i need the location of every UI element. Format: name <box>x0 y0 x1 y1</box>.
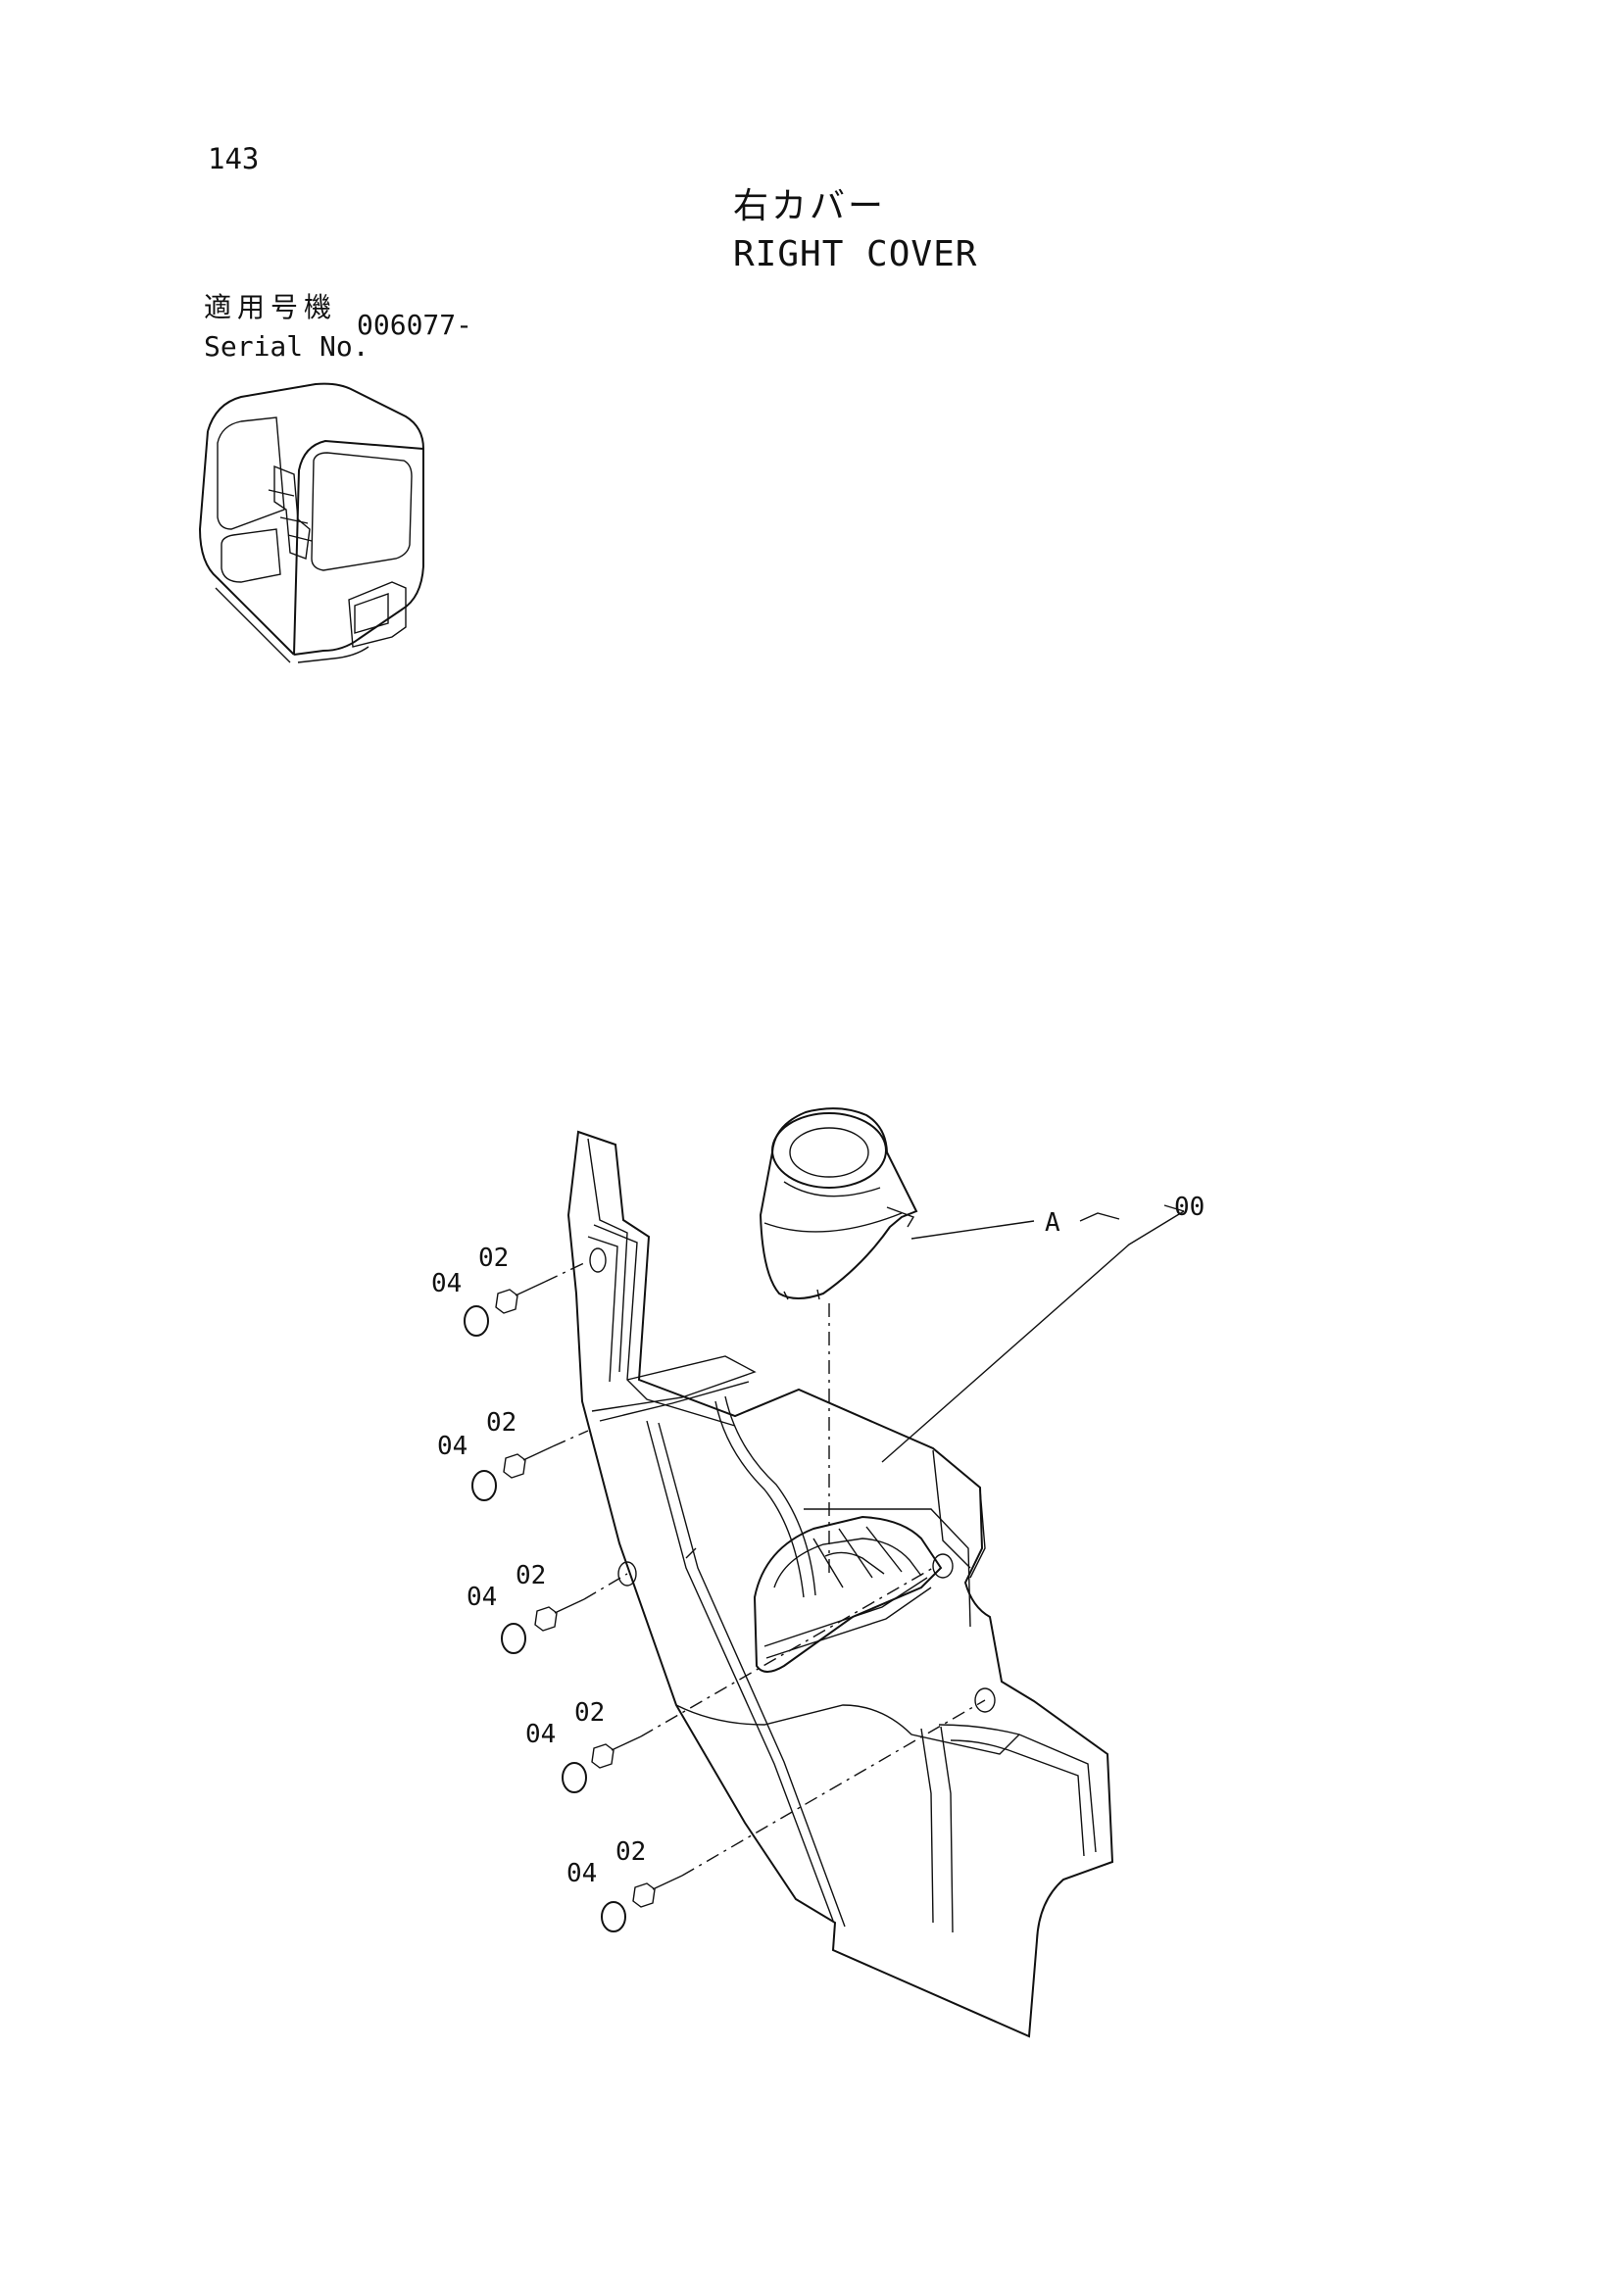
cap-5 <box>601 1901 626 1932</box>
screw-and-cap-hardware <box>464 1281 683 1932</box>
screw-5 <box>632 1875 683 1908</box>
page-title-japanese: 右カバー <box>733 186 887 226</box>
callout-02-4: 02 <box>574 1698 605 1728</box>
cab-location-thumbnail <box>198 382 424 663</box>
screw-1 <box>495 1281 546 1314</box>
screw-3 <box>534 1598 585 1632</box>
callout-04-3: 04 <box>467 1583 497 1612</box>
callout-02-2: 02 <box>486 1408 516 1438</box>
cap-4 <box>562 1762 587 1793</box>
callout-00: 00 <box>1174 1193 1205 1222</box>
callout-02-3: 02 <box>516 1561 546 1590</box>
serial-label-english: Serial No. <box>204 330 369 363</box>
screw-2 <box>503 1445 554 1479</box>
cap-2 <box>471 1470 497 1501</box>
cup-holder-part <box>759 1107 918 1300</box>
callout-04-5: 04 <box>566 1859 597 1888</box>
serial-number-value: 006077- <box>357 309 473 341</box>
callout-04-4: 04 <box>525 1720 556 1749</box>
cap-1 <box>464 1305 489 1337</box>
screw-4 <box>591 1735 642 1769</box>
page-title-english: RIGHT COVER <box>733 234 978 274</box>
callout-02-1: 02 <box>478 1244 509 1273</box>
assembly-guide-lines <box>544 1261 986 1877</box>
right-cover-panel <box>566 1130 1114 2038</box>
callout-leader-lines <box>881 1204 1185 1463</box>
callout-02-5: 02 <box>615 1837 646 1867</box>
callout-04-2: 04 <box>437 1432 467 1461</box>
page-number: 143 <box>208 142 260 175</box>
serial-label-japanese: 適用号機 <box>204 291 338 323</box>
callout-04-1: 04 <box>431 1269 462 1298</box>
cap-3 <box>501 1623 526 1654</box>
callout-a: A <box>1045 1208 1060 1238</box>
